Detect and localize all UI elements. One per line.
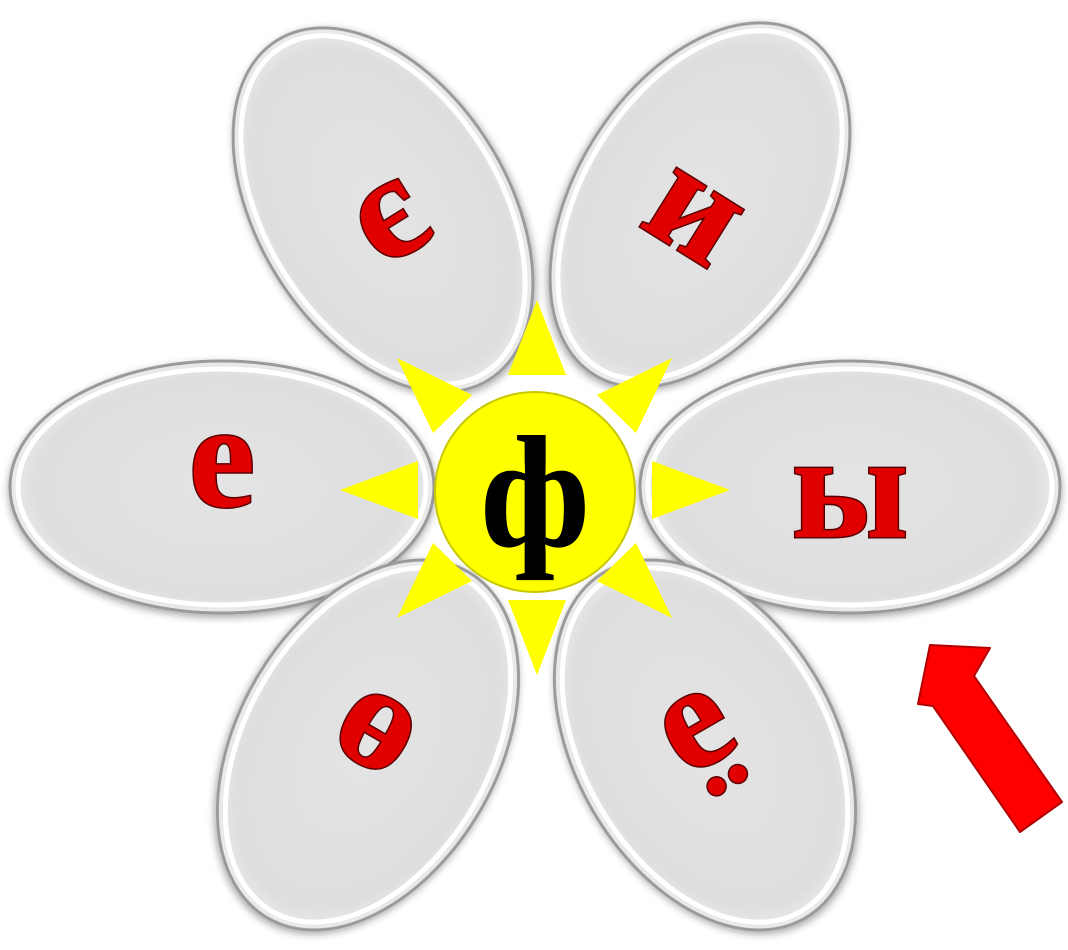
red-arrow-up-left-icon: [918, 645, 1062, 832]
flower-center: ф: [435, 392, 635, 592]
center-letter: ф: [480, 403, 591, 581]
petal-letter-left: ә: [189, 404, 256, 570]
petal-letter-right: ы: [791, 404, 908, 570]
